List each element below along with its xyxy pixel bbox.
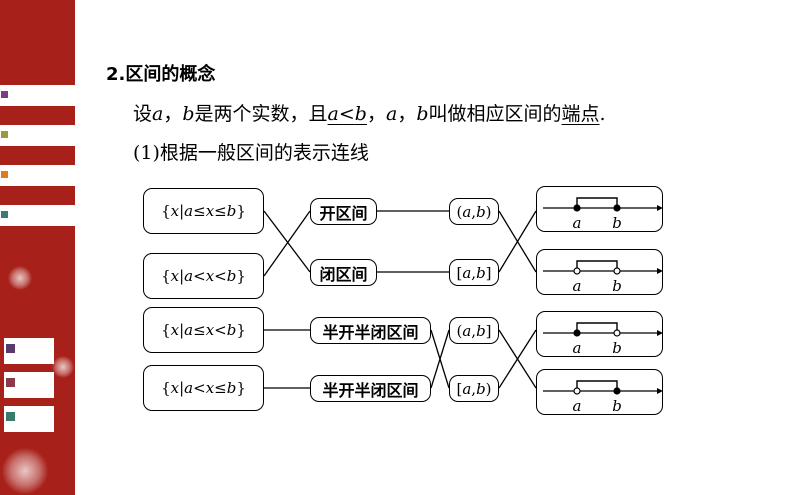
number-line-box[interactable]: a b: [536, 369, 663, 415]
number-line-graphic: a b: [543, 260, 663, 295]
section-heading: 2.区间的概念: [106, 64, 216, 85]
interval-notation-box[interactable]: [a,b]: [449, 259, 499, 286]
connector-line: [498, 210, 537, 273]
connector-line: [263, 210, 311, 277]
right-endpoint: [613, 387, 621, 395]
condition: a<b: [327, 103, 367, 125]
number-line-box[interactable]: a b: [536, 186, 663, 232]
interval-name-box[interactable]: 半开半闭区间: [310, 317, 431, 344]
interval-bracket: [576, 260, 618, 271]
var-b: b: [416, 103, 429, 125]
instruction-text: (1)根据一般区间的表示连线: [133, 142, 369, 164]
maroon-tab-icon: [6, 378, 15, 387]
label-a: a: [573, 339, 582, 357]
connector-line: [498, 329, 537, 389]
term-endpoint: 端点: [561, 103, 600, 125]
comma: ，: [366, 103, 386, 125]
comma: ，: [163, 103, 183, 125]
intro-paragraph: 设a，b是两个实数，且a<b，a，b叫做相应区间的端点.: [133, 103, 606, 125]
left-endpoint: [573, 204, 581, 212]
label-a: a: [573, 397, 582, 415]
right-endpoint: [613, 204, 621, 212]
dandelion-flower-icon: [2, 448, 48, 494]
interval-name-box[interactable]: 半开半闭区间: [310, 375, 431, 402]
var-a: a: [152, 103, 164, 125]
label-b: b: [612, 214, 622, 232]
right-endpoint: [613, 267, 621, 275]
number-line-graphic: a b: [543, 322, 663, 357]
purple-tab-icon: [6, 344, 15, 353]
sidebar-tab-2[interactable]: [4, 372, 54, 398]
interval-name-box[interactable]: 开区间: [310, 198, 377, 225]
interval-notation-box[interactable]: (a,b]: [449, 317, 499, 344]
dandelion-seed-icon: [8, 266, 32, 290]
teal-square-icon: [1, 211, 8, 218]
sidebar-strip-2[interactable]: [0, 125, 75, 146]
set-expression-box[interactable]: {x|a<x≤b}: [143, 365, 264, 411]
label-a: a: [573, 277, 582, 295]
comma: ，: [397, 103, 417, 125]
arrow-right-icon: [657, 388, 663, 394]
sidebar-tab-3[interactable]: [4, 406, 54, 432]
left-endpoint: [573, 387, 581, 395]
var-a: a: [385, 103, 398, 125]
purple-square-icon: [1, 91, 8, 98]
number-line-box[interactable]: a b: [536, 249, 663, 295]
var-b: b: [182, 103, 195, 125]
sidebar-strip-3[interactable]: [0, 165, 75, 186]
number-line-box[interactable]: a b: [536, 311, 663, 357]
intro-text: 叫做相应区间的: [428, 103, 562, 125]
orange-square-icon: [1, 171, 8, 178]
sidebar-strip-4[interactable]: [0, 205, 75, 226]
interval-bracket: [576, 380, 618, 391]
label-b: b: [612, 397, 622, 415]
connector-line: [430, 329, 450, 389]
olive-square-icon: [1, 131, 8, 138]
interval-notation-box[interactable]: (a,b): [449, 198, 499, 225]
connector-line: [263, 210, 311, 273]
interval-notation-box[interactable]: [a,b): [449, 375, 499, 402]
set-expression-box[interactable]: {x|a<x<b}: [143, 253, 264, 299]
dandelion-seed-icon: [52, 356, 74, 378]
sidebar-tab-1[interactable]: [4, 338, 54, 364]
interval-name-box[interactable]: 闭区间: [310, 259, 377, 286]
arrow-right-icon: [657, 268, 663, 274]
intro-text: 是两个实数，且: [194, 103, 328, 125]
arrow-right-icon: [657, 205, 663, 211]
intro-text: 设: [133, 103, 153, 125]
sidebar-strip-1[interactable]: [0, 85, 75, 106]
label-a: a: [573, 214, 582, 232]
set-expression-box[interactable]: {x|a≤x<b}: [143, 307, 264, 353]
teal-tab-icon: [6, 412, 15, 421]
interval-bracket: [576, 322, 618, 333]
interval-bracket: [576, 197, 618, 208]
label-b: b: [612, 277, 622, 295]
number-line-graphic: a b: [543, 197, 663, 232]
number-line-graphic: a b: [543, 380, 663, 415]
arrow-right-icon: [657, 330, 663, 336]
left-endpoint: [573, 267, 581, 275]
label-b: b: [612, 339, 622, 357]
set-expression-box[interactable]: {x|a≤x≤b}: [143, 188, 264, 234]
left-endpoint: [573, 329, 581, 337]
right-endpoint: [613, 329, 621, 337]
sidebar: [0, 0, 75, 495]
